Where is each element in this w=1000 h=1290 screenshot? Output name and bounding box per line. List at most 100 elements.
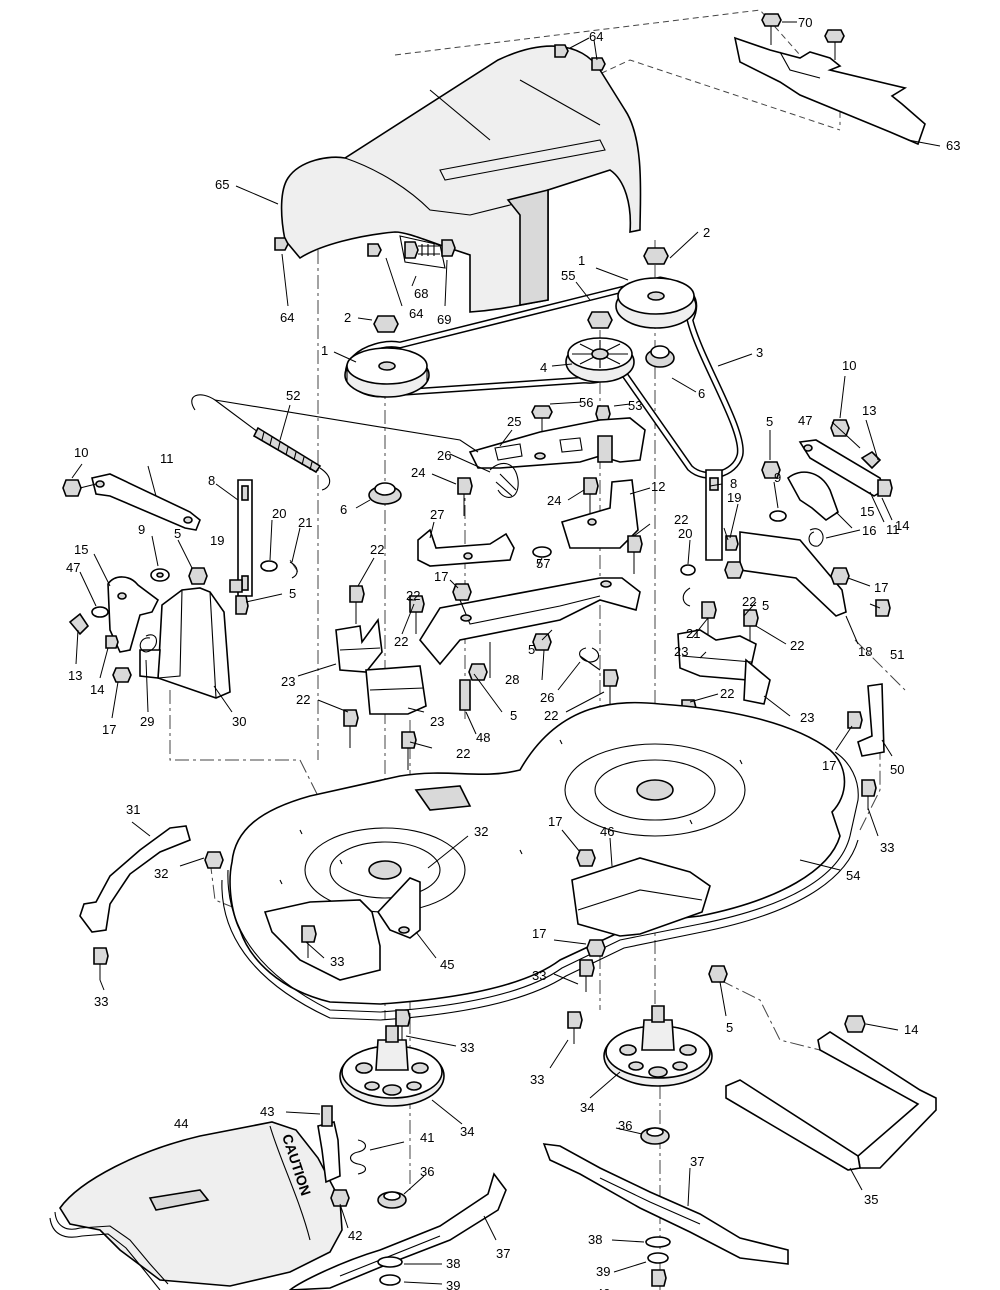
callout-8: 8 (208, 473, 215, 488)
callout-17: 17 (434, 569, 448, 584)
callout-43: 43 (260, 1104, 274, 1119)
brake-bracket-left (91, 473, 201, 531)
callout-19: 19 (727, 490, 741, 505)
callout-47: 47 (798, 413, 812, 428)
callout-38: 38 (446, 1256, 460, 1271)
callout-labels: 64 70 63 65 2 1 55 68 64 69 64 2 1 4 3 6… (66, 15, 960, 1290)
callout-33: 33 (880, 840, 894, 855)
spindle-left (339, 1025, 445, 1107)
callout-6: 6 (698, 386, 705, 401)
callout-14: 14 (895, 518, 909, 533)
callout-31: 31 (126, 802, 140, 817)
callout-22: 22 (742, 594, 756, 609)
hanger-rod-35 (725, 1015, 937, 1171)
belt-keeper-lower (368, 482, 402, 505)
idler-arm (468, 417, 646, 469)
callout-37: 37 (496, 1246, 510, 1261)
callout-15: 15 (74, 542, 88, 557)
hanger-bracket-left (139, 587, 231, 699)
callout-5: 5 (726, 1020, 733, 1035)
callout-9: 9 (138, 522, 145, 537)
idler-spring (191, 394, 479, 491)
callout-5: 5 (510, 708, 517, 723)
callout-9: 9 (774, 470, 781, 485)
callout-27: 27 (430, 507, 444, 522)
callout-23: 23 (800, 710, 814, 725)
callout-45: 45 (440, 957, 454, 972)
callout-12: 12 (651, 479, 665, 494)
callout-51: 51 (890, 647, 904, 662)
callout-1: 1 (578, 253, 585, 268)
mower-deck (221, 701, 859, 1021)
callout-36: 36 (420, 1164, 434, 1179)
callout-5: 5 (766, 414, 773, 429)
callout-14: 14 (904, 1022, 918, 1037)
baffle-left-upper (335, 617, 383, 673)
callout-4: 4 (540, 360, 547, 375)
callout-23: 23 (281, 674, 295, 689)
callout-22: 22 (674, 512, 688, 527)
callout-54: 54 (846, 868, 860, 883)
callout-47: 47 (66, 560, 80, 575)
callout-5: 5 (762, 598, 769, 613)
callout-26: 26 (540, 690, 554, 705)
callout-23: 23 (674, 644, 688, 659)
callout-11: 11 (160, 451, 174, 466)
callout-33: 33 (94, 994, 108, 1009)
callout-53: 53 (628, 398, 642, 413)
idler-spring-small (489, 462, 519, 498)
callout-2: 2 (344, 310, 351, 325)
callout-55: 55 (561, 268, 575, 283)
lift-spring-left (139, 634, 158, 653)
callout-17: 17 (532, 926, 546, 941)
callout-21: 21 (298, 515, 312, 530)
callout-22: 22 (720, 686, 734, 701)
callout-37: 37 (690, 1154, 704, 1169)
callout-20: 20 (272, 506, 286, 521)
deck-skid-31 (79, 825, 191, 933)
callout-10: 10 (842, 358, 856, 373)
idler-pulley (565, 337, 635, 383)
callout-52: 52 (286, 388, 300, 403)
callout-69: 69 (437, 312, 451, 327)
callout-8: 8 (730, 476, 737, 491)
callout-24: 24 (547, 493, 561, 508)
right-hardware (680, 419, 893, 617)
callout-26: 26 (437, 448, 451, 463)
callout-33: 33 (460, 1040, 474, 1055)
callout-32: 32 (154, 866, 168, 881)
callout-6: 6 (340, 502, 347, 517)
baffle-left-lower (365, 665, 427, 715)
side-bracket-50 (857, 683, 885, 757)
callout-39: 39 (596, 1264, 610, 1279)
callout-5: 5 (289, 586, 296, 601)
callout-57: 57 (536, 556, 550, 571)
callout-28: 28 (505, 672, 519, 687)
callout-36: 36 (618, 1118, 632, 1133)
brace-bracket-12 (560, 479, 639, 549)
callout-2: 2 (703, 225, 710, 240)
callout-64: 64 (589, 29, 603, 44)
left-hardware (62, 479, 298, 683)
belt-guard-bracket (733, 36, 926, 146)
callout-64: 64 (409, 306, 423, 321)
callout-46: 46 (600, 824, 614, 839)
baffle-right (677, 629, 771, 705)
callout-21: 21 (686, 626, 700, 641)
callout-19: 19 (210, 533, 224, 548)
callout-25: 25 (507, 414, 521, 429)
callout-50: 50 (890, 762, 904, 777)
belt-keeper (645, 345, 675, 368)
callout-3: 3 (756, 345, 763, 360)
callout-70: 70 (798, 15, 812, 30)
callout-29: 29 (140, 714, 154, 729)
spindle-right (603, 1005, 713, 1087)
callout-13: 13 (862, 403, 876, 418)
callout-22: 22 (394, 634, 408, 649)
callout-33: 33 (532, 968, 546, 983)
callout-35: 35 (864, 1192, 878, 1207)
upper-hardware (274, 13, 845, 440)
spindle-pulley-left (344, 347, 430, 398)
callout-17: 17 (822, 758, 836, 773)
callout-22: 22 (790, 638, 804, 653)
